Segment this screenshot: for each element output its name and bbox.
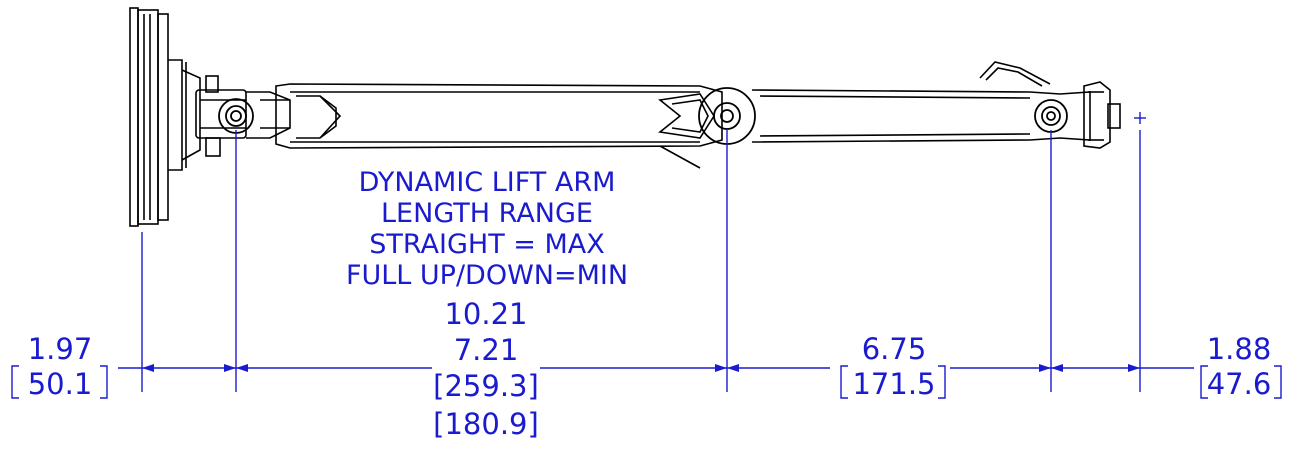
dim2-mm-min: [180.9] [433,407,539,441]
note-line-2: LENGTH RANGE [381,198,593,229]
dim3-mm: 171.5 [852,367,936,401]
dim1-inch: 1.97 [27,332,93,366]
lift-arm [275,83,723,169]
note-line-3: STRAIGHT = MAX [369,229,605,260]
dim4-inch: 1.88 [1206,332,1272,366]
wall-mount-bracket [1083,81,1121,149]
dim3-inch: 6.75 [861,332,927,366]
extension-arm [751,61,1091,143]
pivot-joint-3 [1034,99,1068,133]
dim2-inch-max: 10.21 [444,297,528,331]
dimension-brackets [11,365,1282,399]
dim2-mm-max: [259.3] [433,369,539,403]
dim4-mm: 47.6 [1206,367,1272,401]
monitor-mount-plate [129,7,201,227]
note-line-4: FULL UP/DOWN=MIN [345,260,629,291]
note-line-1: DYNAMIC LIFT ARM [358,167,616,198]
dim2-inch-min: 7.21 [453,333,519,367]
arm-length-note: DYNAMIC LIFT ARM LENGTH RANGE STRAIGHT =… [277,167,697,291]
dim1-mm: 50.1 [27,367,93,401]
center-mark [1134,112,1146,124]
